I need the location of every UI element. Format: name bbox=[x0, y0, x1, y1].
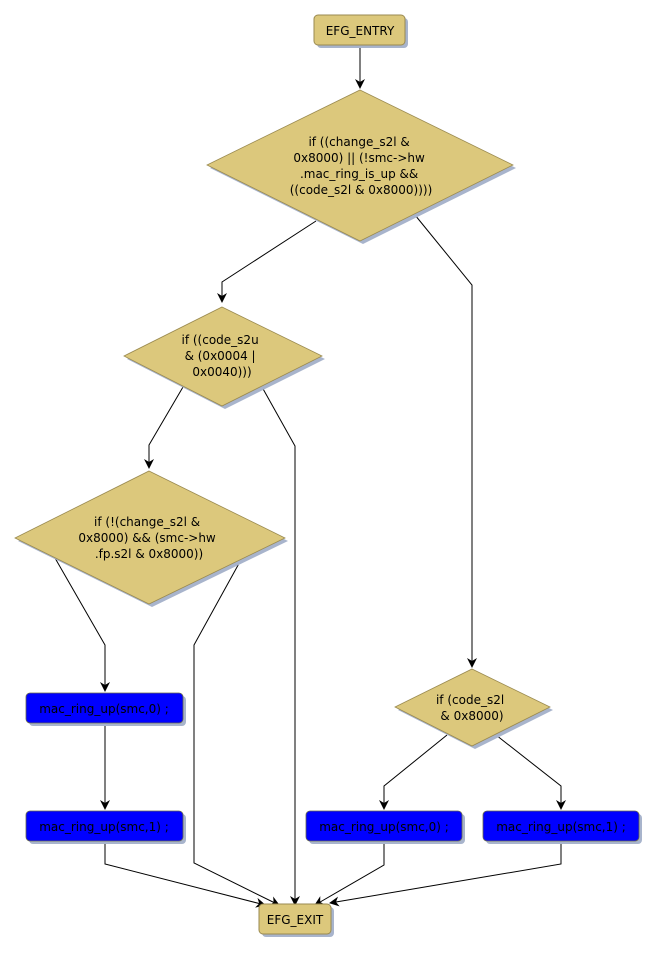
decision-2-line-1: if ((code_s2u bbox=[182, 333, 259, 347]
decision-2-line-2: & (0x0004 | bbox=[185, 349, 256, 363]
statement-4-label: mac_ring_up(smc,1) ; bbox=[496, 820, 626, 834]
decision-4-line-2: & 0x8000) bbox=[440, 709, 503, 723]
entry-label: EFG_ENTRY bbox=[326, 24, 395, 38]
decision-3-label: if (!(change_s2l & 0x8000) && (smc->hw .… bbox=[78, 515, 219, 561]
decision-1-line-3: .mac_ring_is_up && bbox=[300, 167, 418, 181]
decision-node-3[interactable]: if (!(change_s2l & 0x8000) && (smc->hw .… bbox=[14, 470, 288, 607]
edge-d4-to-s3 bbox=[379, 734, 448, 810]
statement-3-label: mac_ring_up(smc,0) ; bbox=[319, 820, 449, 834]
statement-node-4[interactable]: mac_ring_up(smc,1) ; bbox=[482, 810, 642, 844]
statement-node-3[interactable]: mac_ring_up(smc,0) ; bbox=[305, 810, 465, 844]
statement-node-1[interactable]: mac_ring_up(smc,0) ; bbox=[25, 692, 186, 726]
decision-1-line-4: ((code_s2l & 0x8000)))) bbox=[290, 183, 433, 197]
decision-node-1[interactable]: if ((change_s2l & 0x8000) || (!smc->hw .… bbox=[206, 89, 516, 244]
decision-1-label: if ((change_s2l & 0x8000) || (!smc->hw .… bbox=[290, 135, 433, 197]
decision-1-line-2: 0x8000) || (!smc->hw bbox=[293, 151, 425, 165]
decision-node-4[interactable]: if (code_s2l & 0x8000) bbox=[394, 668, 553, 749]
decision-2-line-3: 0x0040))) bbox=[192, 365, 251, 379]
exit-node[interactable]: EFG_EXIT bbox=[258, 903, 334, 937]
edge-s2-to-exit bbox=[104, 841, 266, 908]
decision-4-label: if (code_s2l & 0x8000) bbox=[436, 693, 508, 723]
entry-node[interactable]: EFG_ENTRY bbox=[313, 14, 408, 48]
decision-2-label: if ((code_s2u & (0x0004 | 0x0040))) bbox=[182, 333, 263, 379]
exit-label: EFG_EXIT bbox=[267, 913, 324, 927]
edge-s3-to-exit bbox=[314, 841, 385, 906]
edge-d2-to-exit bbox=[261, 386, 300, 906]
decision-3-line-2: 0x8000) && (smc->hw bbox=[78, 531, 216, 545]
edge-d3-to-exit bbox=[193, 557, 280, 906]
edge-d1-to-d2 bbox=[217, 220, 317, 303]
statement-1-label: mac_ring_up(smc,0) ; bbox=[39, 702, 169, 716]
decision-3-line-1: if (!(change_s2l & bbox=[94, 515, 200, 529]
decision-node-2[interactable]: if ((code_s2u & (0x0004 | 0x0040))) bbox=[123, 306, 325, 409]
statement-node-2[interactable]: mac_ring_up(smc,1) ; bbox=[25, 810, 186, 844]
edge-d4-to-s4 bbox=[495, 734, 566, 810]
edge-d3-to-s1 bbox=[54, 557, 110, 692]
statement-2-label: mac_ring_up(smc,1) ; bbox=[39, 820, 169, 834]
edge-d1-to-d4 bbox=[414, 214, 477, 668]
edge-s4-to-exit bbox=[329, 841, 562, 907]
edge-d2-to-d3 bbox=[144, 386, 184, 469]
decision-1-line-1: if ((change_s2l & bbox=[308, 135, 409, 149]
decision-4-line-1: if (code_s2l bbox=[436, 693, 504, 707]
decision-3-line-3: .fp.s2l & 0x8000)) bbox=[95, 547, 203, 561]
